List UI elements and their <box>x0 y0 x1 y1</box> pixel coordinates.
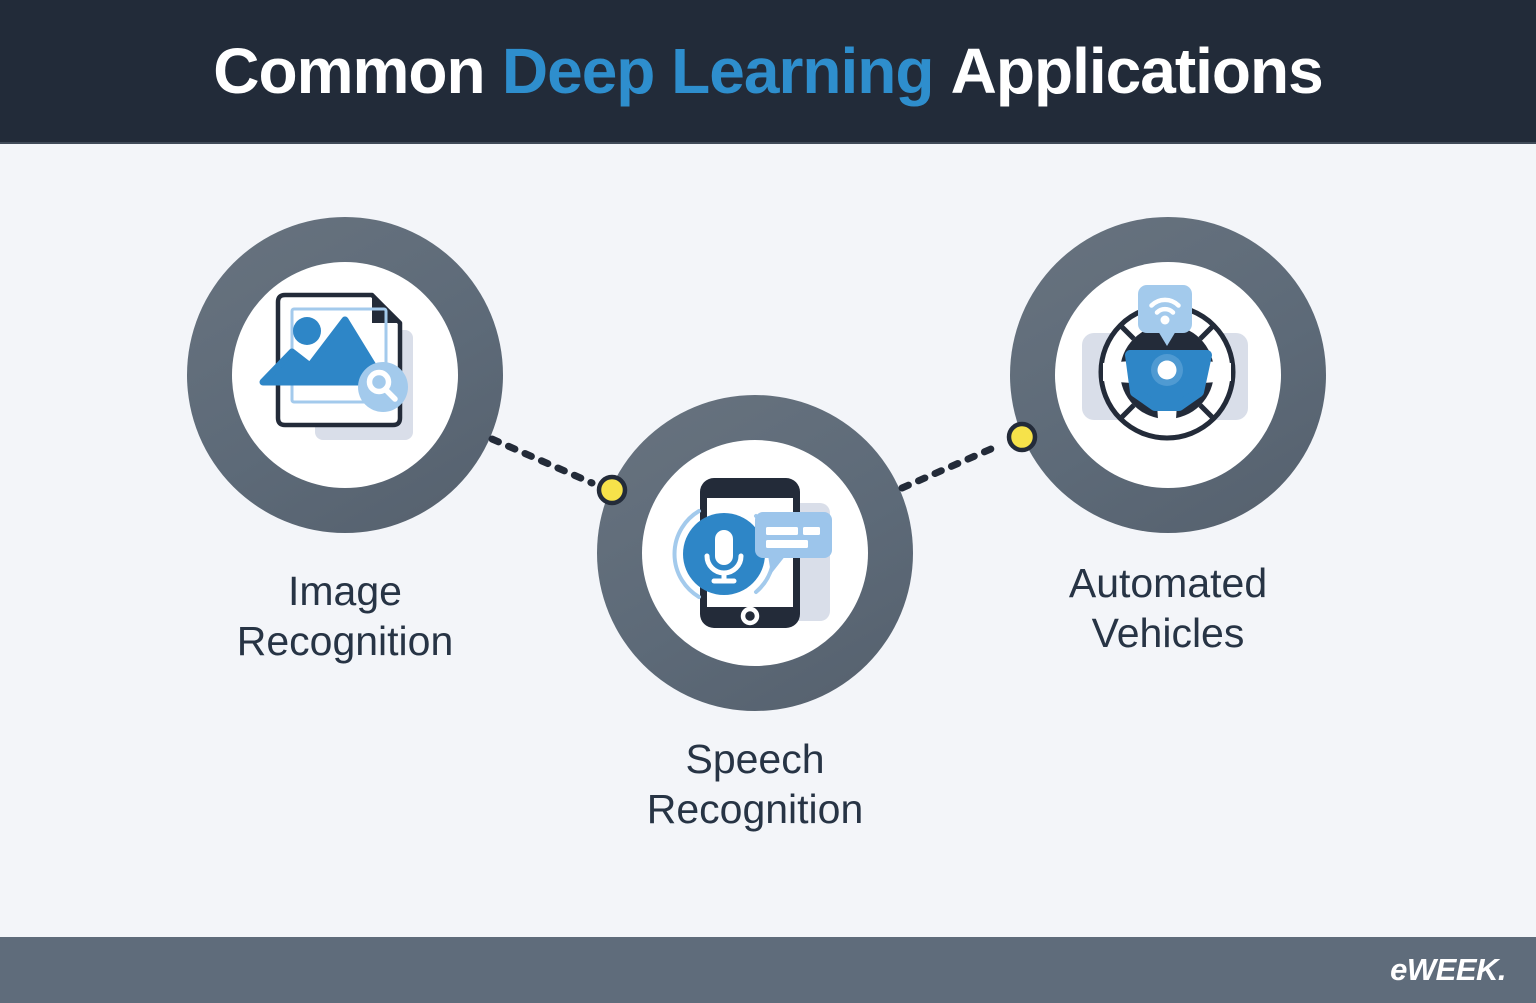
magnifier-glass-icon <box>366 369 392 395</box>
image-recognition-label: Image Recognition <box>236 568 454 665</box>
bubble-text-line <box>803 527 820 535</box>
speech-recognition-label: Speech Recognition <box>646 736 864 833</box>
speech-recognition-icon <box>672 478 832 628</box>
eweek-logo: eWEEK. <box>1390 952 1506 987</box>
magnifier-badge <box>358 362 408 412</box>
image-recognition-icon <box>259 292 413 440</box>
title-highlight: Deep Learning <box>501 35 935 107</box>
rim-divider <box>1198 323 1216 341</box>
header-bar: Common Deep Learning Applications <box>0 0 1536 144</box>
wifi-arc-large <box>1149 297 1181 308</box>
wifi-bubble-tail <box>1158 331 1176 346</box>
connector-line-2 <box>898 441 1004 492</box>
microphone-icon <box>715 530 733 565</box>
title-prefix: Common <box>213 35 485 107</box>
magnifier-handle <box>383 387 398 402</box>
rim-divider <box>1118 323 1136 341</box>
footer-bar: eWEEK. <box>0 937 1536 1003</box>
wifi-dot <box>1160 315 1170 325</box>
title-suffix: Applications <box>950 35 1324 107</box>
wifi-arc-small <box>1154 307 1176 315</box>
sun-icon <box>293 317 321 345</box>
speech-bubble-tail <box>768 555 786 574</box>
rim-divider <box>1198 403 1216 421</box>
automated-vehicles-label: Automated Vehicles <box>1068 560 1268 657</box>
bubble-text-line <box>766 540 808 548</box>
home-button <box>740 606 760 626</box>
page-title: Common Deep Learning Applications <box>213 34 1324 108</box>
hub-dot <box>1157 360 1177 380</box>
sound-wave-left <box>672 509 701 599</box>
automated-vehicles-icon <box>1082 285 1248 441</box>
connector-line-1 <box>488 435 596 487</box>
rim-divider <box>1118 403 1136 421</box>
bubble-text-line <box>766 527 798 535</box>
